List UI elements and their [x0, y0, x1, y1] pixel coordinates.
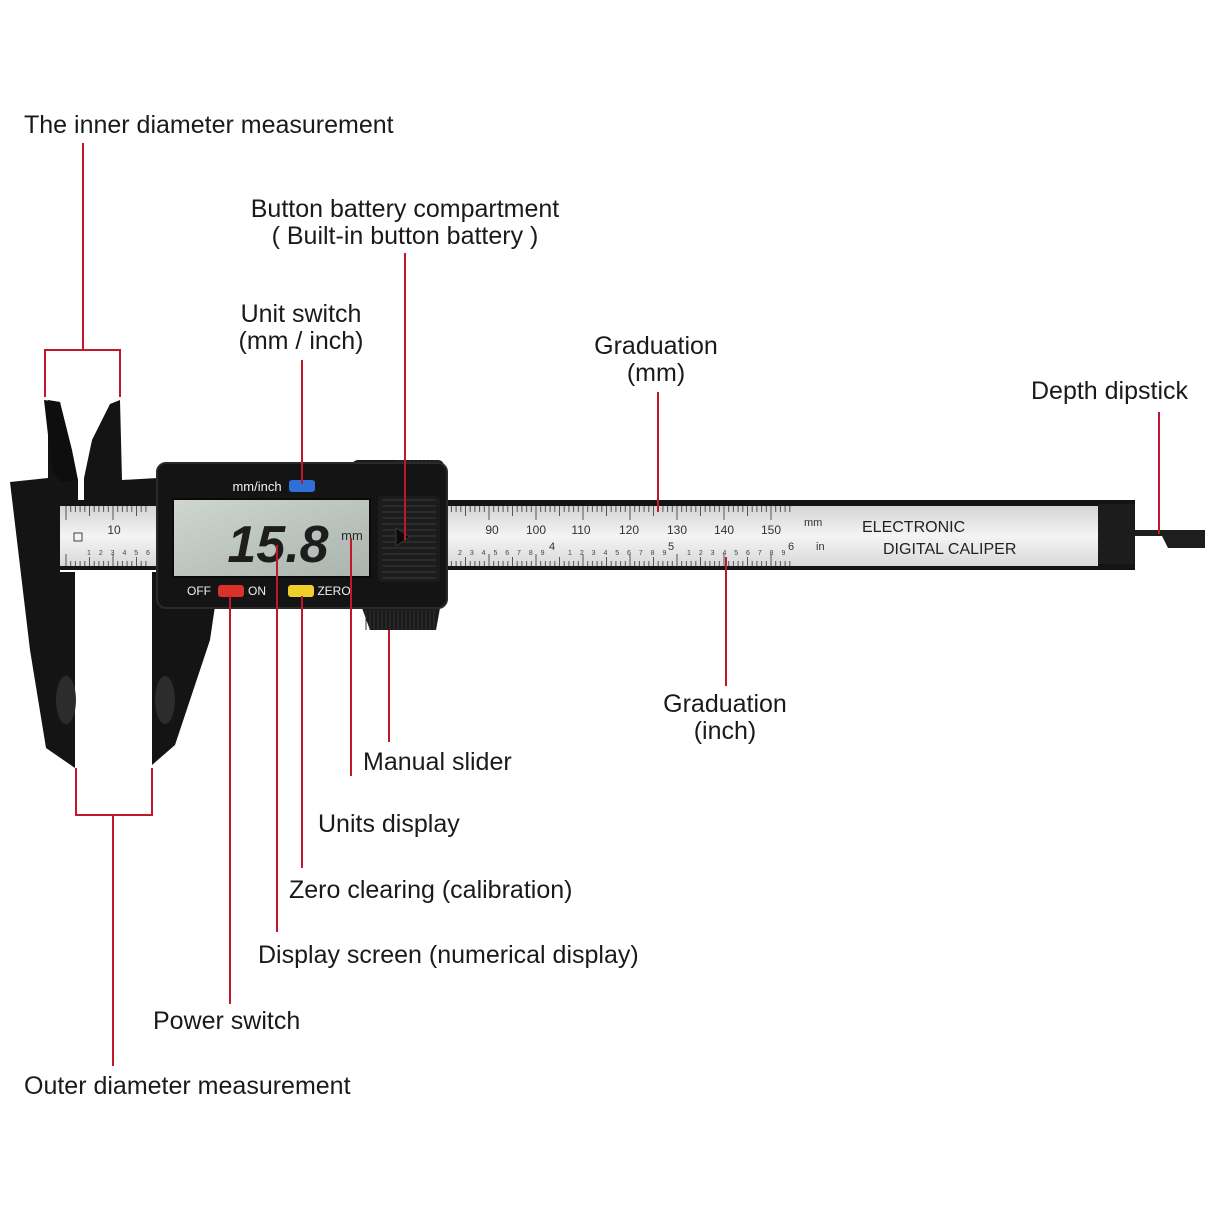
label-inner-diameter: The inner diameter measurement [24, 111, 394, 139]
inch-scale-minor-number: 8 [651, 550, 655, 557]
lcd-unit: mm [341, 528, 363, 543]
label-zero-clearing: Zero clearing (calibration) [289, 876, 573, 904]
zero-label: ZERO [317, 584, 350, 598]
label-unit-switch: Unit switch (mm / inch) [220, 301, 382, 355]
inch-scale-minor-number: 6 [746, 550, 750, 557]
label-graduation-mm-line1: Graduation [594, 332, 718, 360]
inch-scale-minor-number: 5 [615, 550, 619, 557]
fixed-jaw [10, 400, 78, 768]
lcd-reading: 15.8 [227, 516, 328, 574]
mm-scale-number: 120 [619, 523, 639, 537]
inch-scale-minor-number: 7 [639, 550, 643, 557]
grip-ribs [382, 499, 436, 579]
mode-label: mm/inch [232, 479, 281, 494]
jaw-highlight [56, 676, 76, 724]
brand-line2: DIGITAL CALIPER [883, 541, 1016, 558]
label-battery-compartment: Button battery compartment ( Built-in bu… [230, 196, 580, 250]
jaw-highlight [155, 676, 175, 724]
inch-scale-minor-number: 9 [662, 550, 666, 557]
label-graduation-inch-line2: (inch) [693, 717, 757, 745]
mm-scale-number: 110 [571, 523, 590, 537]
label-unit-switch-line1: Unit switch [240, 300, 362, 328]
label-display-screen: Display screen (numerical display) [258, 941, 639, 969]
inch-scale-minor-number: 4 [722, 550, 726, 557]
inch-scale-minor-number: 5 [493, 550, 497, 557]
inch-scale-minor-number: 8 [529, 550, 533, 557]
manual-slider-ridges [365, 610, 435, 630]
grip-arrow-icon [395, 527, 411, 547]
depth-rod-end [1098, 504, 1134, 564]
inch-scale-minor-number: 2 [699, 550, 703, 557]
power-switch-button[interactable] [218, 585, 244, 597]
on-label: ON [248, 584, 266, 598]
label-depth-dipstick: Depth dipstick [1031, 377, 1189, 405]
fixed-inner-jaw [44, 400, 78, 482]
unit-switch-button[interactable] [289, 480, 315, 492]
inch-scale-major-number: 5 [668, 541, 674, 553]
label-battery-line1: Button battery compartment [250, 195, 560, 223]
inch-scale-minor-number: 7 [517, 550, 521, 557]
inch-scale-minor-number: 3 [592, 550, 596, 557]
label-unit-switch-line2: (mm / inch) [238, 327, 364, 355]
inch-scale-minor-number: 6 [146, 550, 150, 557]
inch-scale-minor-number: 6 [627, 550, 631, 557]
inch-scale-minor-number: 9 [781, 550, 785, 557]
mm-scale-number: 150 [761, 523, 781, 537]
depth-dipstick-blade [1134, 530, 1205, 548]
inch-scale-minor-number: 4 [122, 550, 126, 557]
label-manual-slider: Manual slider [363, 748, 512, 776]
label-units-display: Units display [318, 810, 460, 838]
inch-scale-minor-number: 3 [470, 550, 474, 557]
lcd-screen [172, 498, 371, 578]
zero-button[interactable] [288, 585, 314, 597]
inch-scale-minor-number: 8 [770, 550, 774, 557]
inch-scale-minor-number: 3 [711, 550, 715, 557]
mm-scale-number: 140 [714, 523, 734, 537]
inch-scale-major-number: 6 [788, 541, 794, 553]
label-outer-diameter: Outer diameter measurement [24, 1072, 351, 1100]
inch-scale-minor-number: 3 [111, 550, 115, 557]
label-power-switch: Power switch [153, 1007, 301, 1035]
mm-scale-number: 90 [485, 523, 499, 537]
inch-scale-minor-number: 5 [134, 550, 138, 557]
inch-scale-minor-number: 4 [603, 550, 607, 557]
inch-scale-minor-number: 2 [580, 550, 584, 557]
inch-scale-minor-number: 7 [758, 550, 762, 557]
inch-scale-minor-number: 6 [505, 550, 509, 557]
label-graduation-inch-line1: Graduation [663, 690, 787, 718]
scale-small-square [73, 532, 83, 542]
mm-scale-number: 100 [526, 523, 546, 537]
inch-scale-minor-number: 1 [87, 550, 91, 557]
scale-in-unit: in [816, 541, 825, 553]
label-battery-line2: ( Built-in button battery ) [271, 222, 539, 250]
inch-scale-minor-number: 1 [687, 550, 691, 557]
brand-line1: ELECTRONIC [862, 519, 965, 536]
off-label: OFF [187, 584, 211, 598]
grip-area [378, 496, 440, 582]
inch-scale-minor-number: 1 [568, 550, 572, 557]
inch-scale-minor-number: 9 [541, 550, 545, 557]
scale-mm-unit: mm [804, 517, 822, 529]
inch-scale-minor-number: 2 [458, 550, 462, 557]
sliding-inner-jaw [84, 400, 158, 500]
label-graduation-mm-line2: (mm) [626, 359, 686, 387]
inch-scale-minor-number: 5 [734, 550, 738, 557]
mm-scale-number: 10 [107, 523, 121, 537]
inch-scale-major-number: 4 [549, 541, 555, 553]
leader-lines [44, 143, 1160, 1066]
inch-scale-minor-number: 4 [482, 550, 486, 557]
label-graduation-mm: Graduation (mm) [576, 333, 736, 387]
mm-scale-number: 130 [667, 523, 687, 537]
inch-scale-minor-number: 2 [99, 550, 103, 557]
label-graduation-inch: Graduation (inch) [645, 691, 805, 745]
